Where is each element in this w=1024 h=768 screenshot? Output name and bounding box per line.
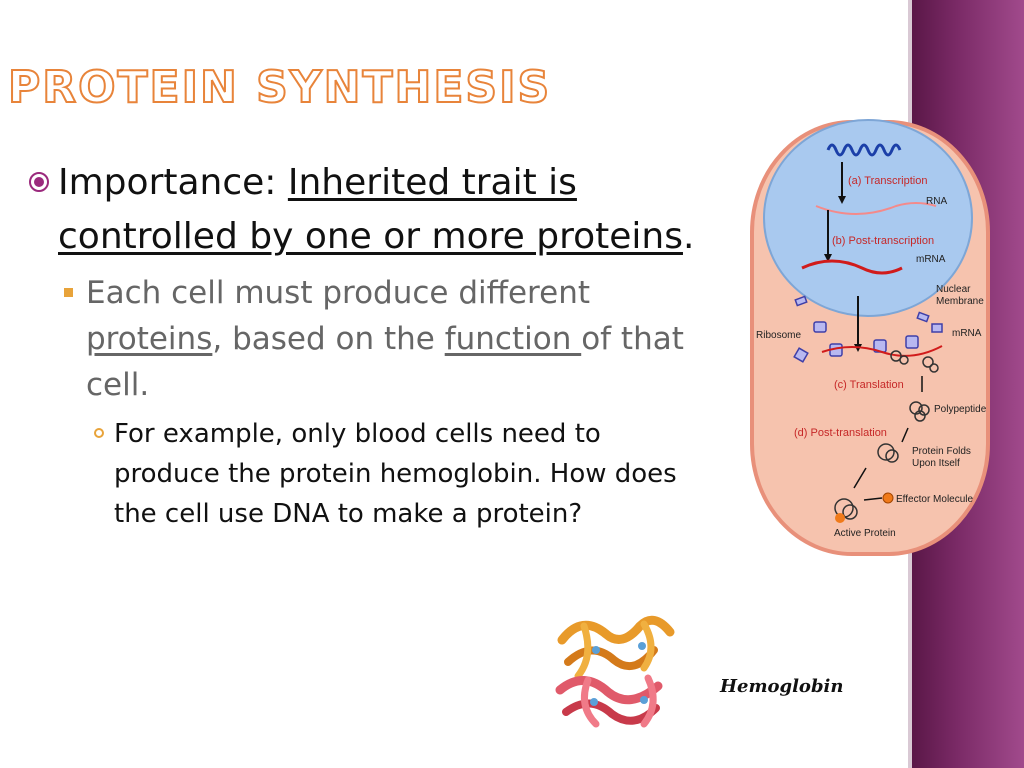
hemoglobin-illustration — [555, 615, 675, 728]
importance-end: . — [682, 216, 695, 257]
slide-title: Protein Synthesis — [7, 61, 552, 114]
label-translation: (c) Translation — [834, 379, 904, 391]
heme-groups — [590, 642, 648, 706]
target-bullet-icon — [29, 172, 49, 192]
label-transcription: (a) Transcription — [848, 175, 927, 187]
mrna-cytoplasm — [821, 345, 943, 357]
square-bullet-icon — [64, 288, 73, 297]
folded-protein — [877, 443, 899, 463]
label-rna: RNA — [926, 196, 947, 207]
label-active-protein: Active Protein — [834, 528, 896, 539]
label-post-translation: (d) Post-translation — [794, 427, 887, 439]
effector-bound — [835, 513, 845, 523]
label-membrane: Membrane — [936, 296, 984, 307]
cell-text-3: of that cell. — [86, 321, 684, 403]
label-polypeptide: Polypeptide — [934, 404, 987, 415]
rna-strand — [815, 202, 937, 215]
hemoglobin-ribbons — [555, 615, 675, 728]
proteins-link: proteins — [86, 321, 213, 357]
label-effector: Effector Molecule — [896, 494, 974, 505]
nucleus — [763, 119, 973, 317]
dna-helix — [826, 143, 902, 157]
cell-text-1: Each cell must produce different — [86, 275, 590, 311]
label-mrna: mRNA — [916, 254, 946, 265]
label-post-transcription: (b) Post-transcription — [832, 235, 934, 247]
hemoglobin-label: Hemoglobin — [720, 676, 844, 697]
ring-bullet-icon — [94, 428, 104, 438]
arrow-head-a — [838, 196, 846, 204]
nascent-polypeptides — [890, 350, 939, 373]
effector-molecule — [882, 492, 894, 504]
label-ribosome: Ribosome — [756, 330, 801, 341]
bullet-level-1: Importance: Inherited trait is controlle… — [28, 156, 708, 264]
polypeptide-coil — [909, 401, 930, 422]
slide-body: Importance: Inherited trait is controlle… — [28, 156, 708, 534]
bullet-level-2: Each cell must produce different protein… — [64, 270, 708, 408]
protein-synthesis-diagram: (a) Transcription RNA (b) Post-transcrip… — [750, 119, 990, 556]
bullet-level-3: For example, only blood cells need to pr… — [94, 414, 714, 534]
mrna-strand — [801, 259, 903, 275]
label-mrna-2: mRNA — [952, 328, 982, 339]
importance-underlined: Inherited trait is controlled by one or … — [58, 162, 683, 257]
arrow-head-b — [824, 254, 832, 262]
label-nuclear: Nuclear — [936, 284, 971, 295]
function-link: function — [444, 321, 582, 357]
label-folds-1: Protein Folds — [912, 446, 971, 457]
importance-lead: Importance: — [58, 162, 288, 203]
cell-text-2: , based on the — [212, 321, 445, 357]
label-folds-2: Upon Itself — [912, 458, 960, 469]
example-text: For example, only blood cells need to pr… — [114, 419, 677, 529]
